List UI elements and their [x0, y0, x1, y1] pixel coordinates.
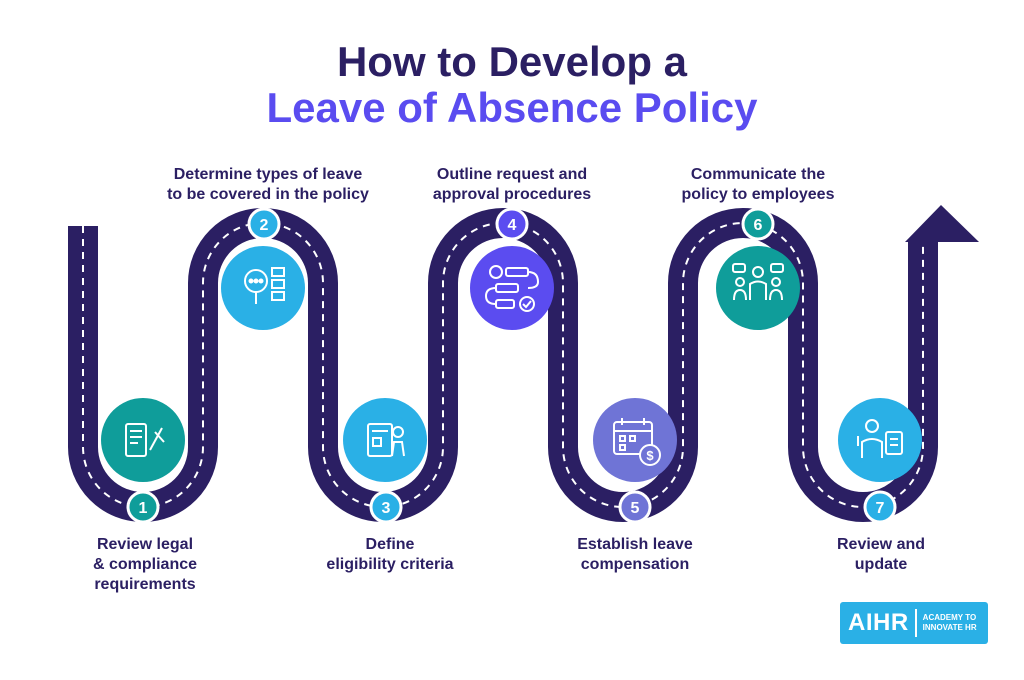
step-6-badge: 6 [741, 207, 775, 241]
aihr-logo: AIHR ACADEMY TO INNOVATE HR [840, 602, 988, 644]
step-2-icon-circle [221, 246, 305, 330]
step-1-label-line: & compliance [92, 556, 198, 573]
step-1-label: Review legal & compliance requirements [25, 535, 265, 595]
step-1-icon-circle [101, 398, 185, 482]
logo-divider [914, 609, 917, 637]
arrow-head [905, 205, 979, 242]
step-2-label-line: to be covered in the policy [167, 186, 369, 203]
step-5-label-line: compensation [580, 556, 690, 573]
step-5-icon-circle: $ [593, 398, 677, 482]
step-5-label: Establish leave compensation [515, 535, 755, 575]
document-pen-icon [125, 423, 165, 457]
step-6-icon-circle [716, 246, 800, 330]
step-4-label: Outline request and approval procedures [392, 165, 632, 205]
step-1-badge: 1 [126, 490, 160, 524]
step-5-label-line: Establish leave [577, 536, 693, 553]
calendar-dollar-icon: $ [613, 418, 661, 466]
step-1-label-line: Review legal [96, 536, 194, 553]
step-3-icon-circle [343, 398, 427, 482]
step-4-label-line: Outline request and [436, 166, 588, 183]
step-3-label-line: eligibility criteria [326, 556, 454, 573]
step-2-label: Determine types of leave to be covered i… [148, 165, 388, 205]
step-6-label-line: policy to employees [681, 186, 835, 203]
step-6-label-line: Communicate the [690, 166, 826, 183]
step-7-icon-circle [838, 398, 922, 482]
workflow-gear-check-icon [484, 265, 540, 312]
presenter-board-icon [367, 423, 405, 457]
step-3-badge: 3 [369, 490, 403, 524]
logo-tagline-line: INNOVATE HR [922, 623, 977, 632]
team-meeting-icon [732, 263, 784, 301]
step-6-label: Communicate the policy to employees [638, 165, 878, 205]
step-7-label: Review and update [761, 535, 1001, 575]
step-3-label-line: Define [365, 536, 415, 553]
step-4-number: 4 [508, 217, 517, 234]
step-7-label-line: update [854, 556, 908, 573]
title-line-2: Leave of Absence Policy [266, 84, 758, 131]
step-7-badge: 7 [863, 490, 897, 524]
step-7-label-line: Review and [836, 536, 926, 553]
title-line-1: How to Develop a [336, 38, 688, 85]
step-4-icon-circle [470, 246, 554, 330]
step-4-badge: 4 [495, 207, 529, 241]
logo-tagline: ACADEMY TO INNOVATE HR [923, 613, 977, 633]
logo-tagline-line: ACADEMY TO [922, 613, 977, 622]
step-2-badge: 2 [247, 207, 281, 241]
step-3-number: 3 [382, 500, 391, 517]
step-7-number: 7 [876, 500, 885, 517]
magnifier-list-icon [244, 267, 285, 304]
step-3-label: Define eligibility criteria [270, 535, 510, 575]
step-6-number: 6 [754, 217, 763, 234]
svg-text:$: $ [646, 448, 654, 463]
step-2-label-line: Determine types of leave [173, 166, 363, 183]
step-4-label-line: approval procedures [432, 186, 592, 203]
step-5-badge: 5 [618, 490, 652, 524]
checklist-person-icon [857, 419, 903, 458]
logo-mark: AIHR [848, 609, 909, 636]
step-1-label-line: requirements [94, 576, 196, 593]
step-2-number: 2 [260, 217, 269, 234]
step-5-number: 5 [631, 500, 640, 517]
step-1-number: 1 [139, 500, 148, 517]
